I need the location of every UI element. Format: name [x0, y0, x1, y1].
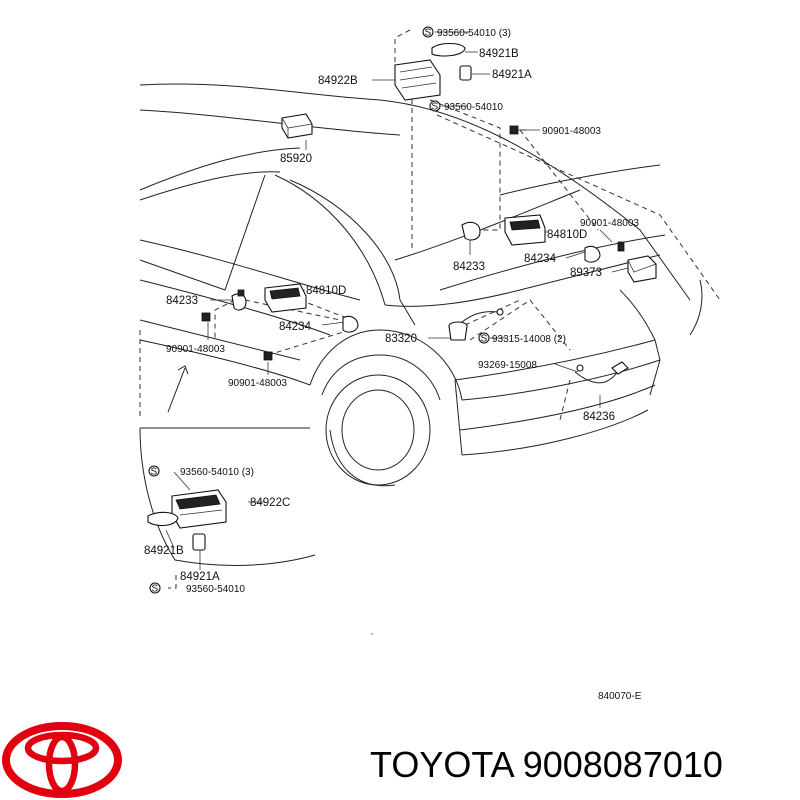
- clip-84234-right: [584, 245, 601, 263]
- switch-84922c: [171, 489, 227, 529]
- svg-text:S: S: [425, 28, 432, 39]
- clip-84234-left: [342, 315, 359, 333]
- label-top-bolt: 93560-54010: [444, 102, 503, 113]
- leader-inset-bottom: [168, 575, 177, 589]
- cover-84921b-inset: [147, 511, 179, 527]
- svg-text:S: S: [152, 584, 159, 595]
- screw-90901-left-2: [263, 351, 273, 361]
- clip-84233-right: [461, 221, 481, 241]
- svg-text:S: S: [432, 102, 439, 113]
- label-85920: 85920: [280, 153, 312, 165]
- leader-84921b-inset: [165, 529, 175, 549]
- label-84233-left: 84233: [166, 295, 198, 307]
- screw-93315: [496, 308, 504, 316]
- label-84234-right: 84234: [524, 253, 557, 265]
- label-screw-right-2: 90901-48003: [580, 218, 639, 229]
- brand-caption: TOYOTA 9008087010: [370, 744, 723, 785]
- switch-84922b: [394, 59, 441, 101]
- part-labels: 93560-54010 (3) 84921B 84922B 84921A 935…: [144, 28, 639, 595]
- label-84234-left: 84234: [279, 321, 312, 333]
- label-84810d-right: 84810D: [547, 229, 587, 241]
- diagram-code: 840070-E: [598, 691, 642, 702]
- leader-inset-bolt: [173, 471, 191, 491]
- svg-text:S: S: [151, 467, 158, 478]
- label-84922c: 84922C: [250, 497, 290, 509]
- label-84921b-inset: 84921B: [144, 545, 184, 557]
- label-84921a-inset: 84921A: [180, 571, 220, 583]
- relay-89373: [627, 255, 657, 283]
- label-screw-left-1: 90901-48003: [166, 344, 225, 355]
- label-inset-bolt-qty: 93560-54010 (3): [180, 467, 254, 478]
- cover-84921a-inset: [192, 533, 206, 551]
- module-85920: [281, 113, 313, 139]
- label-84233-right: 84233: [453, 261, 485, 273]
- label-84922b: 84922B: [318, 75, 358, 87]
- screw-90901-right-1: [509, 125, 526, 135]
- toyota-logo: [2, 722, 122, 798]
- switch-84810d-right: [504, 214, 546, 246]
- cover-84921b-top: [431, 42, 466, 57]
- label-screw-right-1: 90901-48003: [542, 126, 601, 137]
- label-93315: 93315-14008 (2): [492, 334, 566, 345]
- label-screw-left-2: 90901-48003: [228, 378, 287, 389]
- clip-84233-left-tab: [237, 289, 245, 297]
- label-inset-bolt: 93560-54010: [186, 584, 245, 595]
- arrow-to-inset: [167, 367, 186, 413]
- speck: [371, 633, 373, 635]
- arrow-head: [177, 365, 189, 375]
- s-markers: S S S S S: [148, 26, 490, 595]
- cover-84921a-top: [459, 65, 472, 81]
- parts: [139, 42, 657, 635]
- label-84921b-top: 84921B: [479, 48, 519, 60]
- screw-90901-left-1: [201, 312, 211, 322]
- svg-text:S: S: [481, 334, 488, 345]
- harness-84236: [574, 361, 629, 384]
- label-top-bolt-qty: 93560-54010 (3): [437, 28, 511, 39]
- label-grommet: 93269-15008: [478, 360, 537, 371]
- wire-83320: [461, 311, 499, 323]
- label-84236: 84236: [583, 411, 615, 423]
- label-84810d-left: 84810D: [306, 285, 346, 297]
- screw-90901-right-2: [617, 241, 625, 252]
- label-84921a-top: 84921A: [492, 69, 532, 81]
- car-body-outline: [139, 83, 703, 487]
- lamp-83320: [448, 321, 468, 341]
- label-83320: 83320: [385, 333, 417, 345]
- label-89373: 89373: [570, 267, 602, 279]
- switch-84810d-left: [264, 283, 307, 313]
